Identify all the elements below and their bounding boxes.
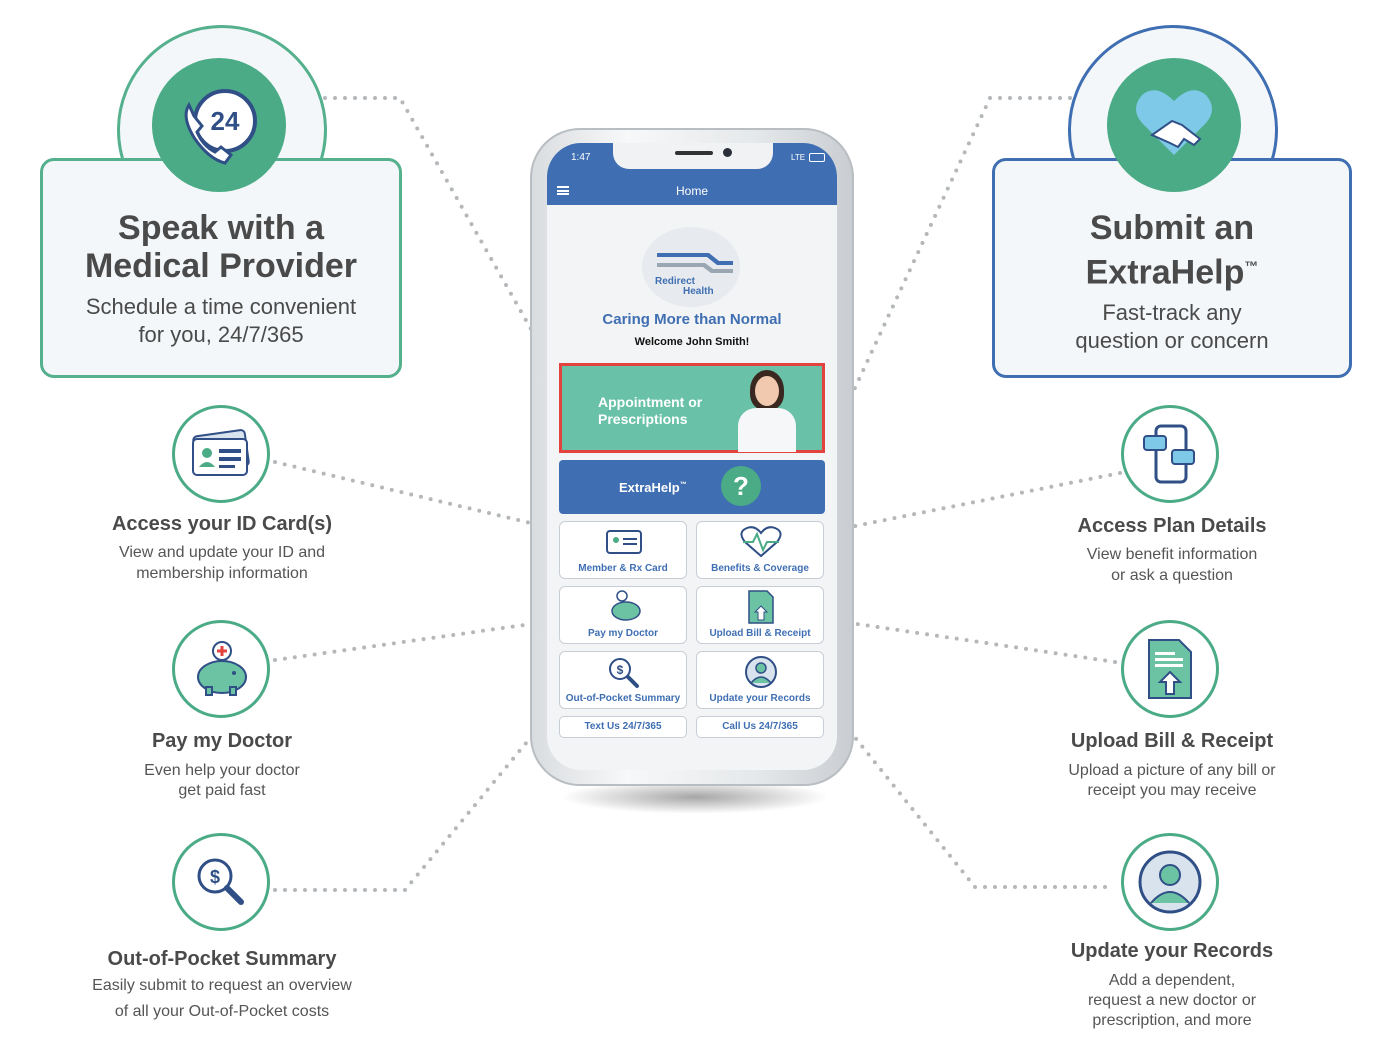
dollar-magnifier-feature-icon: $ (172, 833, 270, 931)
front-camera (723, 148, 732, 157)
tagline: Caring More than Normal (602, 311, 782, 328)
dollar-magnifier-icon: $ (609, 658, 639, 688)
feature-title-id-card: Access your ID Card(s) (111, 513, 333, 535)
piggy-bank-feature-icon (172, 620, 270, 718)
user-profile-icon (745, 656, 777, 688)
update-records-tile[interactable]: Update your Records (696, 651, 824, 709)
phone-screen: 1:47 LTE Home Redirect Health Caring Mor… (547, 143, 837, 770)
extrahelp-callout: Submit an ExtraHelp™ Fast-track any ques… (992, 158, 1352, 378)
status-time: 1:47 (571, 152, 591, 163)
upload-document-icon (748, 590, 774, 624)
callout-title-line1: Speak with a (118, 209, 324, 247)
feature-title-out-of-pocket: Out-of-Pocket Summary (107, 948, 337, 970)
nav-title: Home (675, 184, 708, 198)
tile-label: Out-of-Pocket Summary (565, 693, 681, 704)
extrahelp-title-line2: ExtraHelp™ (1085, 253, 1259, 292)
app-navbar: Home (547, 177, 837, 205)
id-card-feature-icon (172, 405, 270, 503)
feature-desc-upload-bill-1: Upload a picture of any bill or (1068, 762, 1276, 779)
heart-handshake-icon (1107, 58, 1241, 192)
heart-pulse-icon (740, 526, 782, 558)
tile-label: Pay my Doctor (587, 628, 659, 639)
text-us-button[interactable]: Text Us 24/7/365 (559, 716, 687, 738)
upload-document-feature-icon (1121, 620, 1219, 718)
status-network: LTE (791, 153, 806, 162)
feature-desc-out-of-pocket-2: of all your Out-of-Pocket costs (114, 1003, 330, 1020)
feature-desc-pay-doctor-1: Even help your doctor (144, 762, 300, 779)
speak-provider-callout: Speak with a Medical Provider Schedule a… (40, 158, 402, 378)
feature-desc-update-records-2: request a new doctor or (1087, 992, 1257, 1009)
extrahelp-title-line1: Submit an (1089, 209, 1255, 247)
tile-label: Benefits & Coverage (711, 563, 809, 574)
svg-text:$: $ (210, 867, 220, 887)
feature-desc-update-records-1: Add a dependent, (1108, 972, 1236, 989)
phone-24-icon: 24 (152, 58, 286, 192)
question-mark-icon: ? (721, 466, 761, 506)
extrahelp-label: ExtraHelp™ (619, 480, 687, 495)
logo-text-line1: Redirect (655, 276, 696, 287)
callout-title-line2: Medical Provider (84, 247, 358, 285)
upload-bill-tile[interactable]: Upload Bill & Receipt (696, 586, 824, 644)
feature-title-pay-doctor: Pay my Doctor (151, 730, 293, 752)
feature-desc-plan-details-1: View benefit information (1086, 546, 1258, 563)
svg-text:$: $ (617, 663, 624, 677)
feature-desc-pay-doctor-2: get paid fast (178, 782, 266, 799)
appointment-prescriptions-button[interactable]: Appointment or Prescriptions (559, 363, 825, 453)
user-profile-feature-icon (1121, 833, 1219, 931)
out-of-pocket-tile[interactable]: $ Out-of-Pocket Summary (559, 651, 687, 709)
speaker-grill (675, 151, 713, 155)
feature-title-plan-details: Access Plan Details (1077, 515, 1267, 537)
tile-label: Update your Records (709, 693, 811, 704)
tile-label: Member & Rx Card (578, 563, 668, 574)
logo-text-line2: Health (683, 286, 714, 297)
phone-notch (613, 143, 773, 169)
feature-desc-upload-bill-2: receipt you may receive (1087, 782, 1257, 799)
battery-icon (809, 153, 825, 162)
welcome-message: Welcome John Smith! (634, 336, 750, 348)
id-card-icon (606, 530, 642, 554)
hamburger-menu-icon[interactable] (557, 186, 569, 195)
doctor-photo (732, 370, 802, 452)
phone-chat-feature-icon (1121, 405, 1219, 503)
appointment-label-line1: Appointment or (598, 394, 703, 410)
feature-desc-id-card-2: membership information (136, 565, 308, 582)
feature-desc-update-records-3: prescription, and more (1092, 1012, 1252, 1029)
feature-title-upload-bill: Upload Bill & Receipt (1070, 730, 1274, 752)
appointment-label-line2: Prescriptions (598, 411, 688, 427)
status-bar: 1:47 LTE (547, 143, 837, 177)
tile-label: Upload Bill & Receipt (709, 628, 811, 639)
extrahelp-subtitle-line2: question or concern (1075, 328, 1269, 354)
extrahelp-subtitle-line1: Fast-track any (1102, 300, 1242, 326)
call-us-button[interactable]: Call Us 24/7/365 (696, 716, 824, 738)
pay-doctor-tile[interactable]: Pay my Doctor (559, 586, 687, 644)
extrahelp-button[interactable]: ExtraHelp™ ? (559, 460, 825, 514)
callout-subtitle-line2: for you, 24/7/365 (138, 322, 304, 347)
feature-desc-out-of-pocket-1: Easily submit to request an overview (92, 977, 352, 994)
feature-desc-id-card-1: View and update your ID and (118, 544, 326, 561)
benefits-coverage-tile[interactable]: Benefits & Coverage (696, 521, 824, 579)
feature-title-update-records: Update your Records (1070, 940, 1274, 962)
piggy-bank-icon (611, 590, 641, 621)
member-rx-card-tile[interactable]: Member & Rx Card (559, 521, 687, 579)
svg-text:24: 24 (211, 106, 240, 136)
redirect-health-logo: Redirect Health (655, 249, 735, 299)
callout-subtitle-line1: Schedule a time convenient (85, 294, 357, 319)
feature-desc-plan-details-2: or ask a question (1111, 567, 1233, 584)
